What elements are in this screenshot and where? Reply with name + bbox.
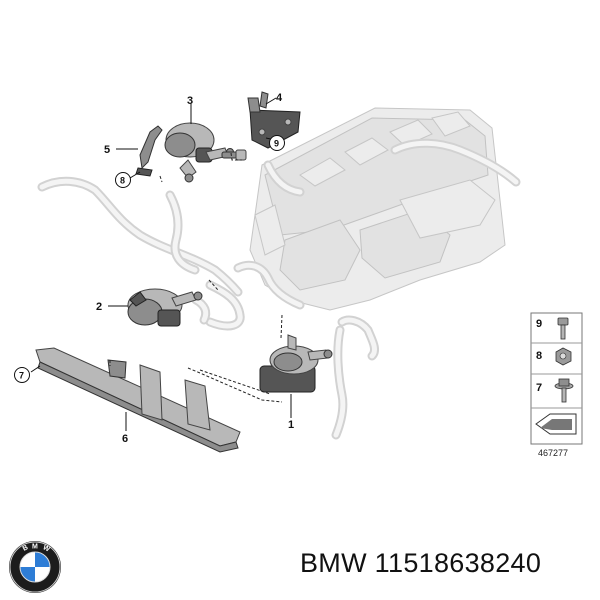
orientation-arrow-icon [535,413,577,435]
bmw-logo-icon: B M W [9,541,61,593]
callout-6: 6 [122,433,128,445]
svg-text:W: W [42,544,51,553]
electric-coolant-pump [259,334,333,393]
nut-icon [555,347,572,366]
callout-1: 1 [288,419,294,431]
hardware-legend: 9 8 7 467277 [530,312,583,458]
callout-4: 4 [276,92,283,104]
carrier-bracket [35,347,241,453]
aux-water-pump-upper [164,122,234,183]
pipe-fitting [221,149,247,161]
flange-bolt-icon [554,378,574,403]
callout-8: 8 [120,176,125,186]
legend-number-9: 9 [536,318,542,330]
callout-7: 7 [19,371,24,381]
bolt-icon [557,317,569,340]
coolant-hoses [37,138,521,440]
aux-water-pump-middle [127,288,203,327]
diagram-reference-number: 467277 [538,448,568,458]
callout-3: 3 [187,95,193,107]
callout-2: 2 [96,301,102,313]
callout-5: 5 [104,144,110,156]
assembly-lines [109,152,283,403]
legend-number-8: 8 [536,350,542,362]
engine-block [249,107,506,311]
callout-9-circle [269,135,285,151]
part-number-caption: BMW 11518638240 [300,548,542,578]
callout-labels: 3 4 5 2 1 6 8 9 7 [14,92,294,445]
legend-number-7: 7 [536,382,542,394]
callout-9: 9 [274,139,279,149]
svg-text:M: M [32,544,38,551]
pump-clamp-bracket [135,125,163,177]
mounting-bracket [247,91,301,149]
callout-7-circle [14,367,30,383]
callout-8-circle [115,172,131,188]
svg-text:B: B [22,544,30,553]
